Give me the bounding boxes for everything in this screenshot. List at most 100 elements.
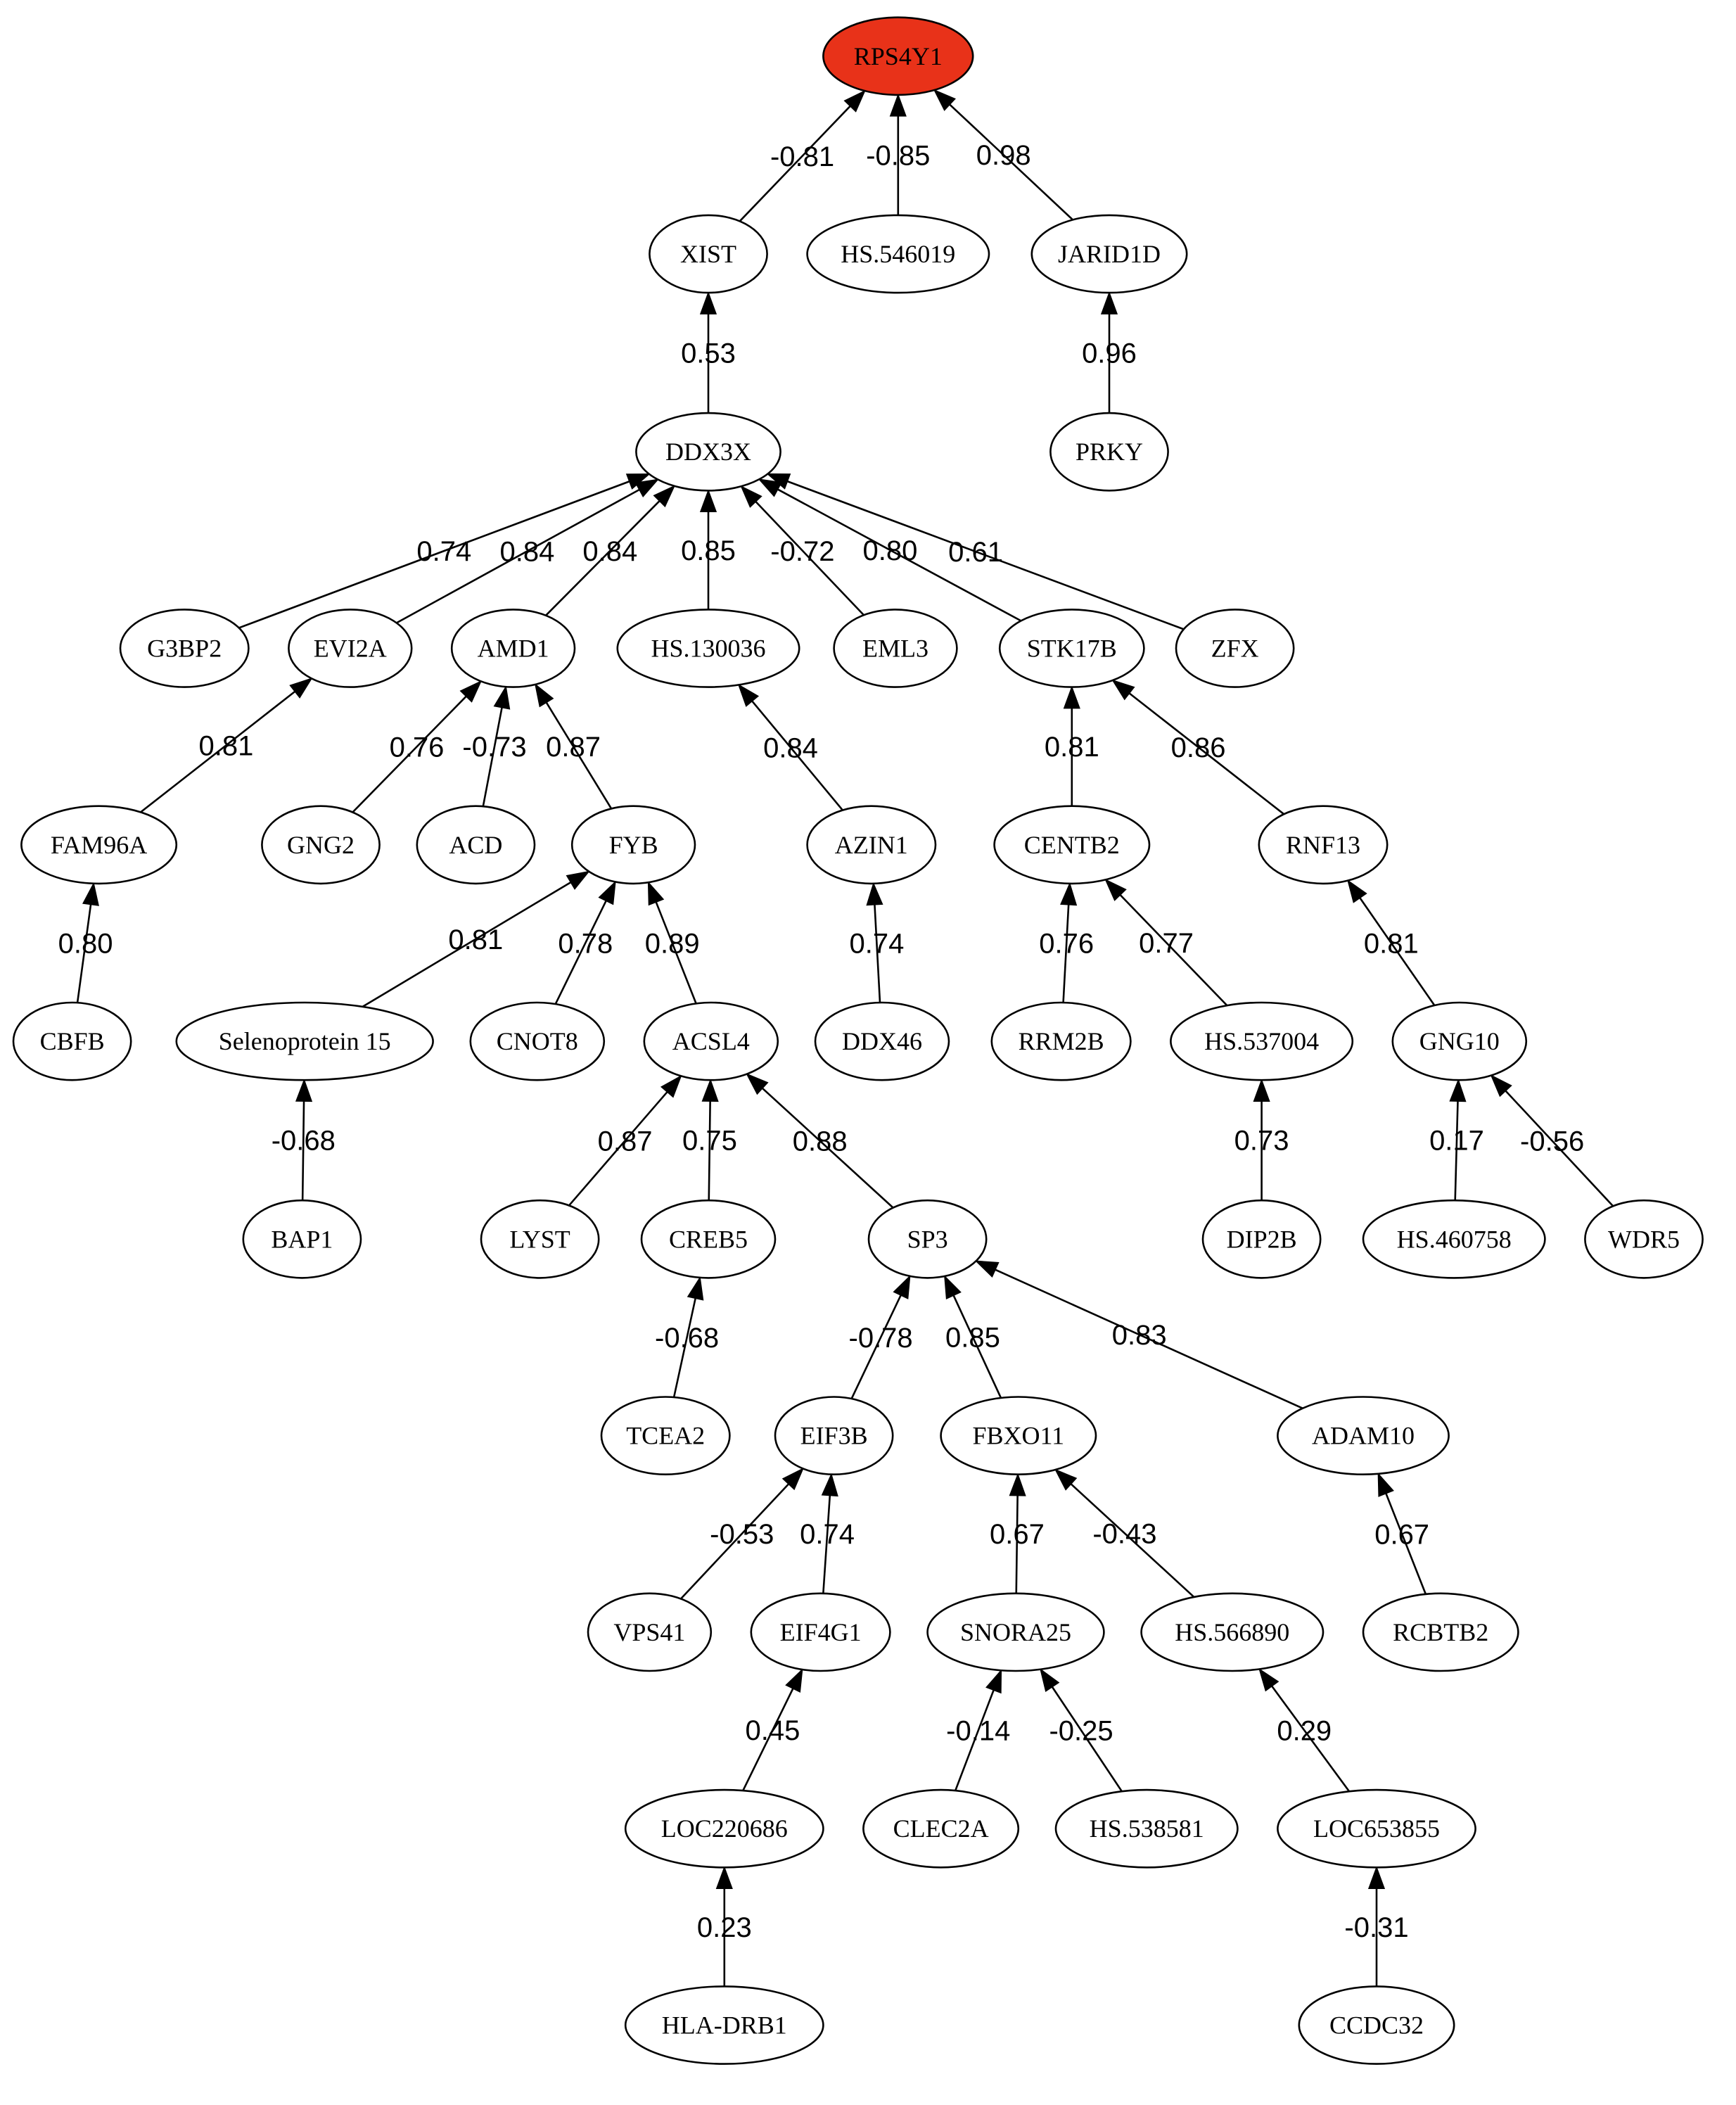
edge-weight-label: 0.84: [763, 732, 818, 763]
node-ellipse: [1277, 1396, 1450, 1475]
node-label: HS.537004: [1204, 1027, 1319, 1055]
edge-weight-label: 0.81: [1045, 732, 1099, 763]
edge-line: [672, 1298, 696, 1398]
node-ellipse: [624, 1985, 824, 2065]
node-acsl4: ACSL4: [643, 1001, 779, 1081]
edge-line: [761, 1087, 894, 1209]
edge-sp3-to-acsl4: 0.88: [746, 1073, 894, 1209]
node-ellipse: [416, 805, 536, 885]
node-label: LOC653855: [1313, 1814, 1440, 1843]
edge-line: [545, 701, 613, 810]
edge-eml3-to-ddx3x: -0.72: [740, 485, 864, 616]
arrowhead-icon: [493, 685, 511, 710]
arrowhead-icon: [1009, 1473, 1026, 1496]
arrowhead-icon: [1347, 879, 1367, 903]
node-acd: ACD: [416, 805, 536, 885]
edge-line: [739, 105, 851, 222]
arrowhead-icon: [746, 1073, 769, 1095]
node-ellipse: [1584, 1199, 1704, 1279]
node-label: EVI2A: [314, 635, 387, 663]
arrowhead-icon: [653, 485, 676, 508]
node-ellipse: [926, 1592, 1105, 1672]
node-ellipse: [635, 412, 781, 492]
arrowhead-icon: [1100, 291, 1118, 314]
edge-weight-label: 0.45: [746, 1715, 800, 1746]
node-loc220686: LOC220686: [624, 1788, 824, 1869]
edge-hla-drb1-to-loc220686: 0.23: [697, 1866, 752, 1987]
node-label: XIST: [680, 240, 736, 268]
edge-line: [1070, 1483, 1195, 1598]
edge-hs-460758-to-gng10: 0.17: [1429, 1079, 1484, 1201]
node-label: HS.460758: [1397, 1225, 1512, 1253]
node-ellipse: [1030, 214, 1188, 294]
edge-weight-label: 0.87: [598, 1126, 653, 1157]
node-hs-537004: HS.537004: [1170, 1001, 1354, 1081]
edge-amd1-to-ddx3x: 0.84: [545, 485, 676, 616]
edge-line: [1454, 1101, 1459, 1201]
node-selenoprotein-15: Selenoprotein 15: [175, 1001, 434, 1081]
arrowhead-icon: [699, 291, 717, 314]
node-label: AZIN1: [835, 831, 908, 859]
edge-acsl4-to-fyb: 0.89: [645, 881, 700, 1004]
edge-eif4g1-to-eif3b: 0.74: [800, 1473, 855, 1594]
edge-weight-label: 0.73: [1234, 1126, 1289, 1157]
edge-line: [1015, 1495, 1019, 1594]
arrowhead-icon: [766, 473, 791, 490]
node-ellipse: [990, 1001, 1132, 1081]
node-ellipse: [1298, 1985, 1455, 2065]
arrowhead-icon: [1111, 679, 1135, 701]
node-label: LOC220686: [661, 1814, 788, 1843]
edge-line: [679, 1483, 790, 1600]
edge-weight-label: 0.67: [990, 1519, 1045, 1550]
node-dip2b: DIP2B: [1201, 1199, 1322, 1279]
node-label: DDX46: [842, 1027, 922, 1055]
edge-hs-546019-to-rps4y1: -0.85: [866, 93, 930, 215]
edge-gng2-to-amd1: 0.76: [352, 680, 483, 813]
edge-weight-label: 0.78: [558, 928, 613, 959]
node-g3bp2: G3BP2: [119, 609, 250, 688]
arrowhead-icon: [289, 678, 313, 699]
node-label: ADAM10: [1312, 1422, 1415, 1450]
edge-jarid1d-to-rps4y1: 0.98: [933, 89, 1073, 221]
node-label: ZFX: [1211, 635, 1259, 663]
edge-weight-label: 0.74: [416, 536, 471, 567]
edge-weight-label: -0.81: [770, 141, 834, 172]
node-eif4g1: EIF4G1: [750, 1592, 891, 1672]
node-hs-130036: HS.130036: [616, 609, 800, 688]
edge-line: [949, 103, 1073, 221]
edge-weight-label: 0.98: [976, 140, 1031, 171]
node-label: SNORA25: [960, 1618, 1071, 1646]
edge-line: [352, 695, 467, 813]
node-ccdc32: CCDC32: [1298, 1985, 1455, 2065]
node-ellipse: [1201, 1199, 1322, 1279]
arrowhead-icon: [715, 1866, 733, 1890]
arrowhead-icon: [843, 89, 866, 113]
edge-hs-538581-to-snora25: -0.25: [1040, 1667, 1123, 1792]
node-ellipse: [624, 1788, 824, 1869]
node-hs-546019: HS.546019: [806, 214, 990, 294]
arrowhead-icon: [459, 680, 483, 703]
arrowhead-icon: [701, 1079, 719, 1102]
node-ellipse: [1175, 609, 1295, 688]
edge-line: [777, 488, 1022, 622]
node-rcbtb2: RCBTB2: [1362, 1592, 1519, 1672]
edge-prky-to-jarid1d: 0.96: [1082, 291, 1137, 414]
arrowhead-icon: [295, 1079, 313, 1102]
edge-line: [545, 500, 660, 616]
edge-clec2a-to-snora25: -0.14: [946, 1669, 1010, 1791]
edge-adam10-to-sp3: 0.83: [974, 1260, 1303, 1409]
node-label: RCBTB2: [1393, 1618, 1488, 1646]
node-ellipse: [1140, 1592, 1325, 1672]
node-ellipse: [288, 609, 413, 688]
edge-weight-label: -0.73: [462, 732, 526, 763]
arrowhead-icon: [974, 1260, 1000, 1278]
edge-line: [140, 690, 296, 813]
edge-line: [238, 481, 630, 629]
edge-weight-label: 0.84: [582, 536, 637, 567]
node-label: RRM2B: [1019, 1027, 1104, 1055]
node-ellipse: [1054, 1788, 1239, 1869]
edge-line: [1119, 894, 1228, 1007]
edge-lyst-to-acsl4: 0.87: [568, 1074, 682, 1207]
